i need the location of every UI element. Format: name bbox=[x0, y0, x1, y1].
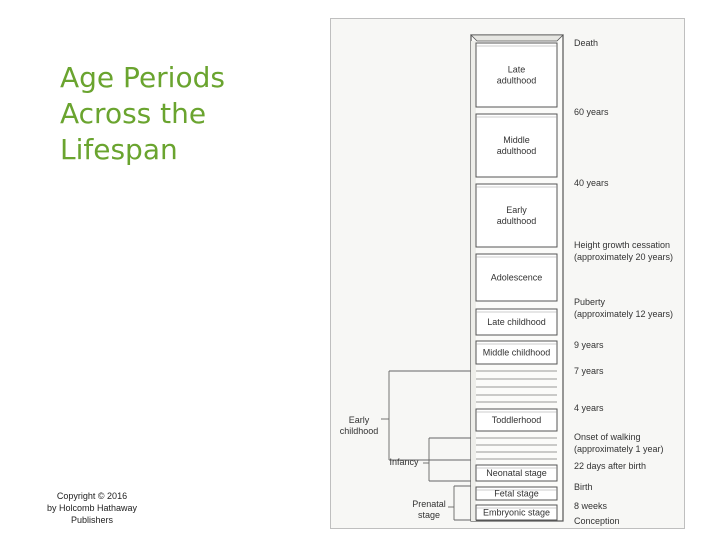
lifespan-diagram-svg: LateadulthoodMiddleadulthoodEarlyadultho… bbox=[340, 34, 673, 526]
stage-compartment bbox=[475, 42, 558, 108]
milestone-label: 40 years bbox=[574, 178, 609, 188]
milestone-label: 9 years bbox=[574, 340, 604, 350]
stage-label: Toddlerhood bbox=[492, 415, 542, 425]
stage-compartment bbox=[475, 113, 558, 178]
stage-compartment bbox=[475, 464, 558, 482]
stage-compartment bbox=[475, 340, 558, 365]
stage-label: Early bbox=[506, 205, 527, 215]
stage-compartment bbox=[475, 308, 558, 336]
group-label: stage bbox=[418, 510, 440, 520]
slide-title-line: Lifespan bbox=[60, 133, 178, 166]
stage-label: Fetal stage bbox=[494, 489, 539, 499]
group-brackets bbox=[381, 370, 471, 521]
slide-title-line: Age Periods bbox=[60, 61, 225, 94]
stage-label: Middle childhood bbox=[483, 348, 551, 358]
stage-label: Neonatal stage bbox=[486, 468, 547, 478]
milestone-label: Onset of walking bbox=[574, 432, 641, 442]
copyright-line: Copyright © 2016 bbox=[56, 491, 128, 501]
copyright-line: by Holcomb Hathaway bbox=[46, 503, 138, 513]
stage-label: Middle bbox=[503, 135, 530, 145]
group-label: Prenatal bbox=[412, 499, 446, 509]
milestone-label: Puberty bbox=[574, 297, 606, 307]
stage-compartment bbox=[475, 408, 558, 432]
milestone-label: Death bbox=[574, 38, 598, 48]
group-label: Early bbox=[349, 415, 370, 425]
milestone-label: Conception bbox=[574, 516, 620, 526]
group-label: childhood bbox=[340, 426, 379, 436]
copyright-line: Publishers bbox=[70, 515, 114, 525]
slide-title: Age Periods Across the Lifespan bbox=[60, 60, 300, 168]
bookcase-top bbox=[470, 34, 564, 42]
milestone-label: (approximately 12 years) bbox=[574, 309, 673, 319]
milestone-label: Birth bbox=[574, 482, 593, 492]
stage-label: adulthood bbox=[497, 146, 537, 156]
stage-labels: LateadulthoodMiddleadulthoodEarlyadultho… bbox=[483, 65, 551, 518]
milestone-label: 4 years bbox=[574, 403, 604, 413]
copyright-notice: Copyright © 2016 by Holcomb Hathaway Pub… bbox=[40, 490, 144, 526]
stage-compartment bbox=[475, 504, 558, 521]
stage-compartment bbox=[475, 253, 558, 302]
slide-title-line: Across the bbox=[60, 97, 207, 130]
stage-label: Embryonic stage bbox=[483, 508, 550, 518]
group-label: Infancy bbox=[389, 457, 419, 467]
stage-label: Late bbox=[508, 65, 526, 75]
milestone-label: 8 weeks bbox=[574, 501, 608, 511]
milestone-label: (approximately 20 years) bbox=[574, 252, 673, 262]
stage-label: adulthood bbox=[497, 76, 537, 86]
milestone-label: 22 days after birth bbox=[574, 461, 646, 471]
milestone-label: (approximately 1 year) bbox=[574, 444, 664, 454]
stage-compartment bbox=[475, 183, 558, 248]
bookcase-side-shade bbox=[471, 41, 476, 521]
milestone-label: 60 years bbox=[574, 107, 609, 117]
stage-label: adulthood bbox=[497, 216, 537, 226]
milestone-label: 7 years bbox=[574, 366, 604, 376]
milestone-label: Height growth cessation bbox=[574, 240, 670, 250]
stage-label: Late childhood bbox=[487, 317, 546, 327]
bookcase-structure bbox=[470, 34, 564, 522]
stage-label: Adolescence bbox=[491, 273, 543, 283]
